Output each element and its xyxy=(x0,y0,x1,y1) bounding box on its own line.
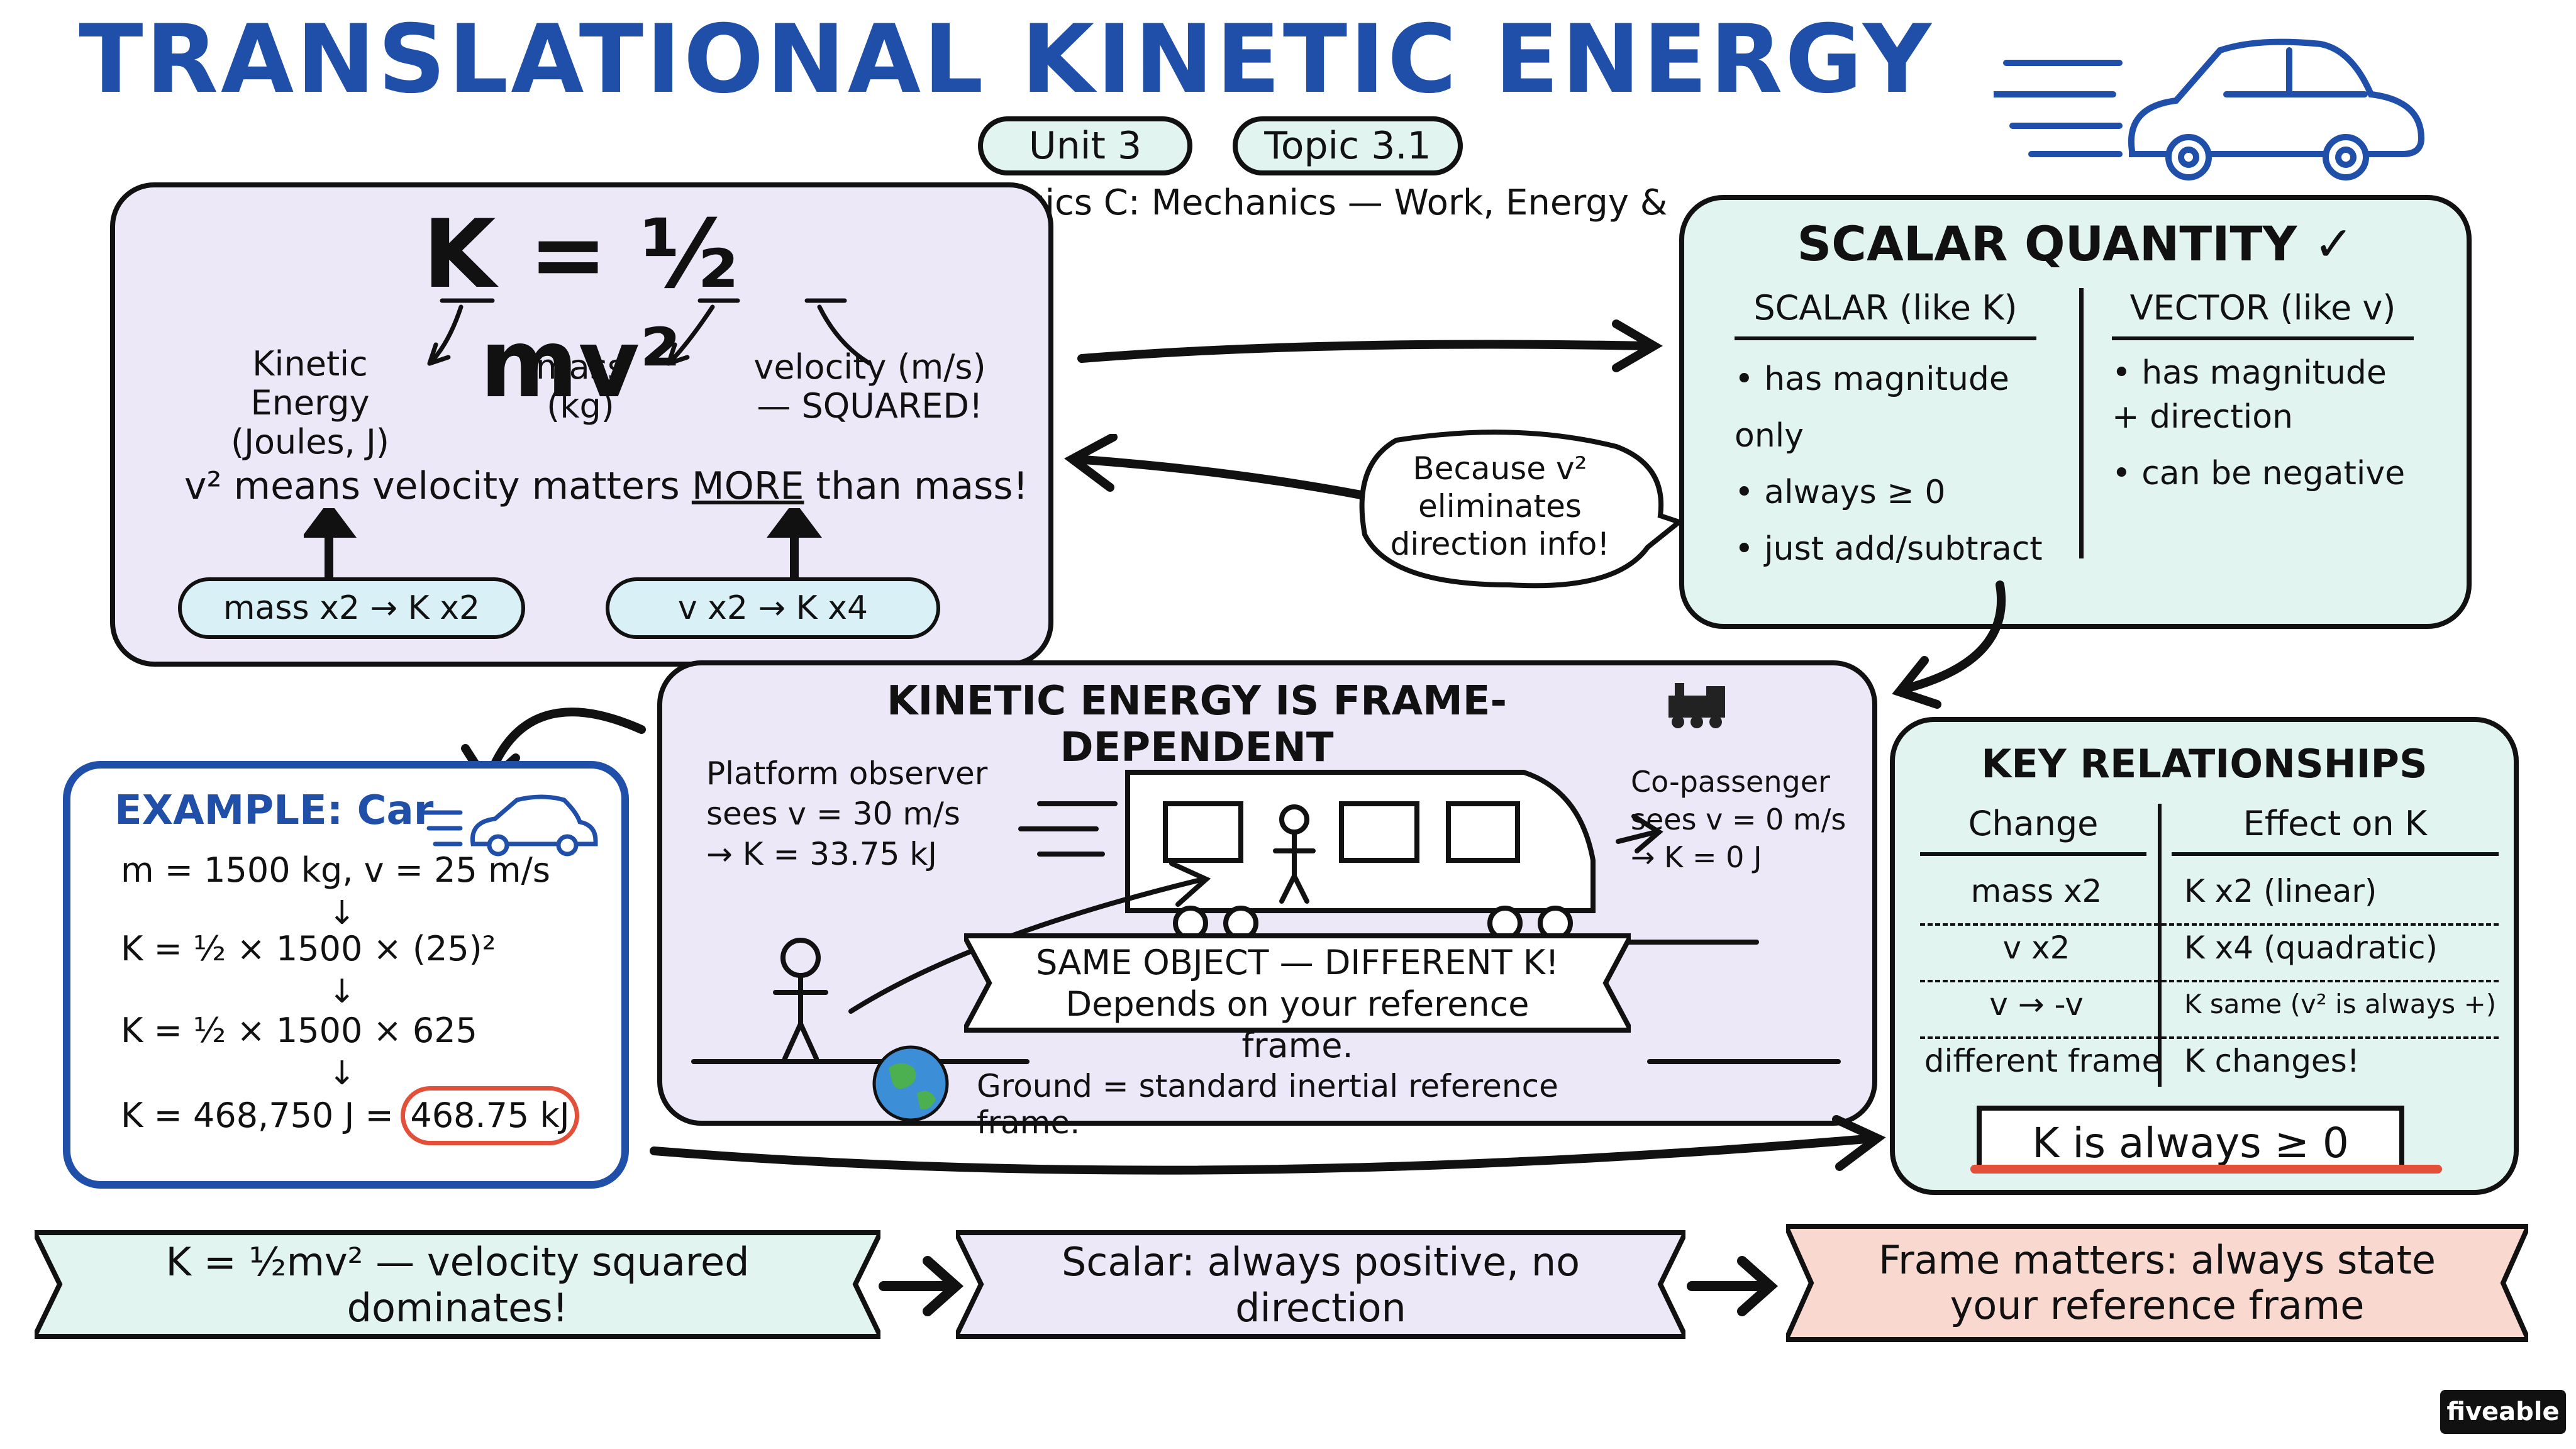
scalar-column-title: SCALAR (like K) xyxy=(1735,288,2036,340)
velocity-label: velocity (m/s) — SQUARED! xyxy=(753,347,986,426)
example-result: 468.75 kJ xyxy=(401,1086,579,1145)
change-column-header: Change xyxy=(1920,804,2146,856)
key-relationships-panel: KEY RELATIONSHIPS Change Effect on K mas… xyxy=(1890,717,2519,1195)
mass-label: mass (kg) xyxy=(536,347,625,426)
speech-bubble-shape xyxy=(1359,430,1679,589)
example-step-1: K = ½ × 1500 × (25)² xyxy=(121,929,496,969)
example-given: m = 1500 kg, v = 25 m/s xyxy=(121,850,550,890)
formula-pointer-arrows xyxy=(427,298,870,366)
key-summary: K is always ≥ 0 xyxy=(1977,1106,2404,1171)
bottom-arrow-2 xyxy=(1687,1256,1779,1316)
car-icon xyxy=(1994,38,2425,180)
scalar-panel: SCALAR QUANTITY ✓ SCALAR (like K) VECTOR… xyxy=(1679,195,2472,629)
velocity-note-pre: v² means velocity matters xyxy=(184,464,692,508)
formula-panel: K = ½ mv² Kinetic Energy (Joules, J) mas… xyxy=(110,182,1053,667)
scalar-heading: SCALAR QUANTITY ✓ xyxy=(1797,216,2354,272)
down-arrow-icon: ↓ xyxy=(328,894,356,932)
platform-observer-text: Platform observer sees v = 30 m/s → K = … xyxy=(706,755,988,872)
key-row: v x2 K x4 (quadratic) xyxy=(1920,923,2499,982)
passenger-text: Co-passenger sees v = 0 m/s → K = 0 J xyxy=(1631,765,1846,874)
example-heading: EXAMPLE: Car xyxy=(114,787,434,834)
scalar-item: • always ≥ 0 xyxy=(1735,474,1946,511)
key-change-cell: different frame xyxy=(1924,1043,2162,1079)
scalar-list: • has magnitude only • always ≥ 0 • just… xyxy=(1735,351,2074,577)
key-row: mass x2 K x2 (linear) xyxy=(1920,867,2499,926)
key-column-divider xyxy=(2158,804,2162,1087)
key-effect-cell: K x4 (quadratic) xyxy=(2184,930,2438,966)
effect-column-header: Effect on K xyxy=(2172,804,2499,856)
vector-list: • has magnitude + direction • can be neg… xyxy=(2112,351,2451,502)
key-change-cell: v x2 xyxy=(2002,930,2070,966)
key-row: v → -v K same (v² is always +) xyxy=(1920,980,2499,1039)
topic-badge: Topic 3.1 xyxy=(1233,116,1463,175)
key-change-cell: v → -v xyxy=(1989,986,2084,1023)
small-car-icon xyxy=(423,794,598,857)
down-arrow-icon: ↓ xyxy=(328,1055,356,1092)
summary-underline xyxy=(1970,1165,2442,1174)
key-change-cell: mass x2 xyxy=(1970,873,2102,909)
key-row: different frame K changes! xyxy=(1920,1036,2499,1093)
arrow-example-to-key xyxy=(650,1115,1886,1175)
key-effect-cell: K same (v² is always +) xyxy=(2184,989,2497,1019)
velocity-note-emphasis: MORE xyxy=(691,464,804,508)
globe-icon xyxy=(872,1045,949,1122)
unit-badge: Unit 3 xyxy=(978,116,1192,175)
down-arrow-icon: ↓ xyxy=(328,973,356,1011)
train-icon xyxy=(1668,683,1725,728)
example-step-3: K = 468,750 J = xyxy=(121,1096,394,1135)
fiveable-logo: fiveable xyxy=(2440,1390,2566,1434)
velocity-note-post: than mass! xyxy=(804,464,1028,508)
frame-heading: KINETIC ENERGY IS FRAME-DEPENDENT xyxy=(886,678,1507,771)
same-object-banner-text: SAME OBJECT — DIFFERENT K! Depends on yo… xyxy=(1036,943,1559,1065)
bottom-banner-2-text: Scalar: always positive, no direction xyxy=(1061,1238,1580,1331)
bottom-banner-3-shape xyxy=(1786,1224,2528,1342)
formula-equation: K = ½ mv² xyxy=(423,200,738,419)
arrow-to-key xyxy=(1892,580,2006,709)
scalar-item: • just add/subtract xyxy=(1735,530,2043,568)
speech-bubble-text: Because v² eliminates direction info! xyxy=(1390,450,1610,562)
arrow-to-scalar xyxy=(1077,319,1663,372)
key-effect-cell: K changes! xyxy=(2184,1043,2360,1079)
key-effect-cell: K x2 (linear) xyxy=(2184,873,2377,909)
velocity-note: v² means velocity matters MORE than mass… xyxy=(184,464,1033,508)
up-arrows xyxy=(304,508,822,580)
bottom-arrow-1 xyxy=(879,1256,964,1316)
example-step-2: K = ½ × 1500 × 625 xyxy=(121,1011,477,1050)
kinetic-energy-label: Kinetic Energy (Joules, J) xyxy=(231,344,389,462)
banner-ribbon xyxy=(964,933,1631,1033)
vector-item: • can be negative xyxy=(2112,455,2406,492)
bottom-banner-2-shape xyxy=(956,1230,1685,1339)
column-divider xyxy=(2079,288,2084,558)
vector-column-title: VECTOR (like v) xyxy=(2112,288,2414,340)
frame-panel: KINETIC ENERGY IS FRAME-DEPENDENT Platfo… xyxy=(657,660,1877,1141)
scalar-item: • has magnitude only xyxy=(1735,360,2009,455)
bottom-banner-3-text: Frame matters: always state your referen… xyxy=(1878,1237,2436,1328)
mass-double-cloud: mass x2 → K x2 xyxy=(178,577,525,639)
vector-item: • has magnitude + direction xyxy=(2112,354,2387,436)
train-scene xyxy=(691,770,1841,1064)
example-panel: EXAMPLE: Car m = 1500 kg, v = 25 m/s ↓ K… xyxy=(63,761,629,1189)
bottom-banner-1-shape xyxy=(35,1230,880,1339)
page-title: TRANSLATIONAL KINETIC ENERGY xyxy=(79,5,1934,114)
ground-frame-note: Ground = standard inertial reference fra… xyxy=(977,1068,1558,1141)
key-heading: KEY RELATIONSHIPS xyxy=(1981,741,2428,787)
bottom-banner-1-text: K = ½mv² — velocity squared dominates! xyxy=(165,1238,750,1331)
velocity-double-cloud: v x2 → K x4 xyxy=(606,577,940,639)
